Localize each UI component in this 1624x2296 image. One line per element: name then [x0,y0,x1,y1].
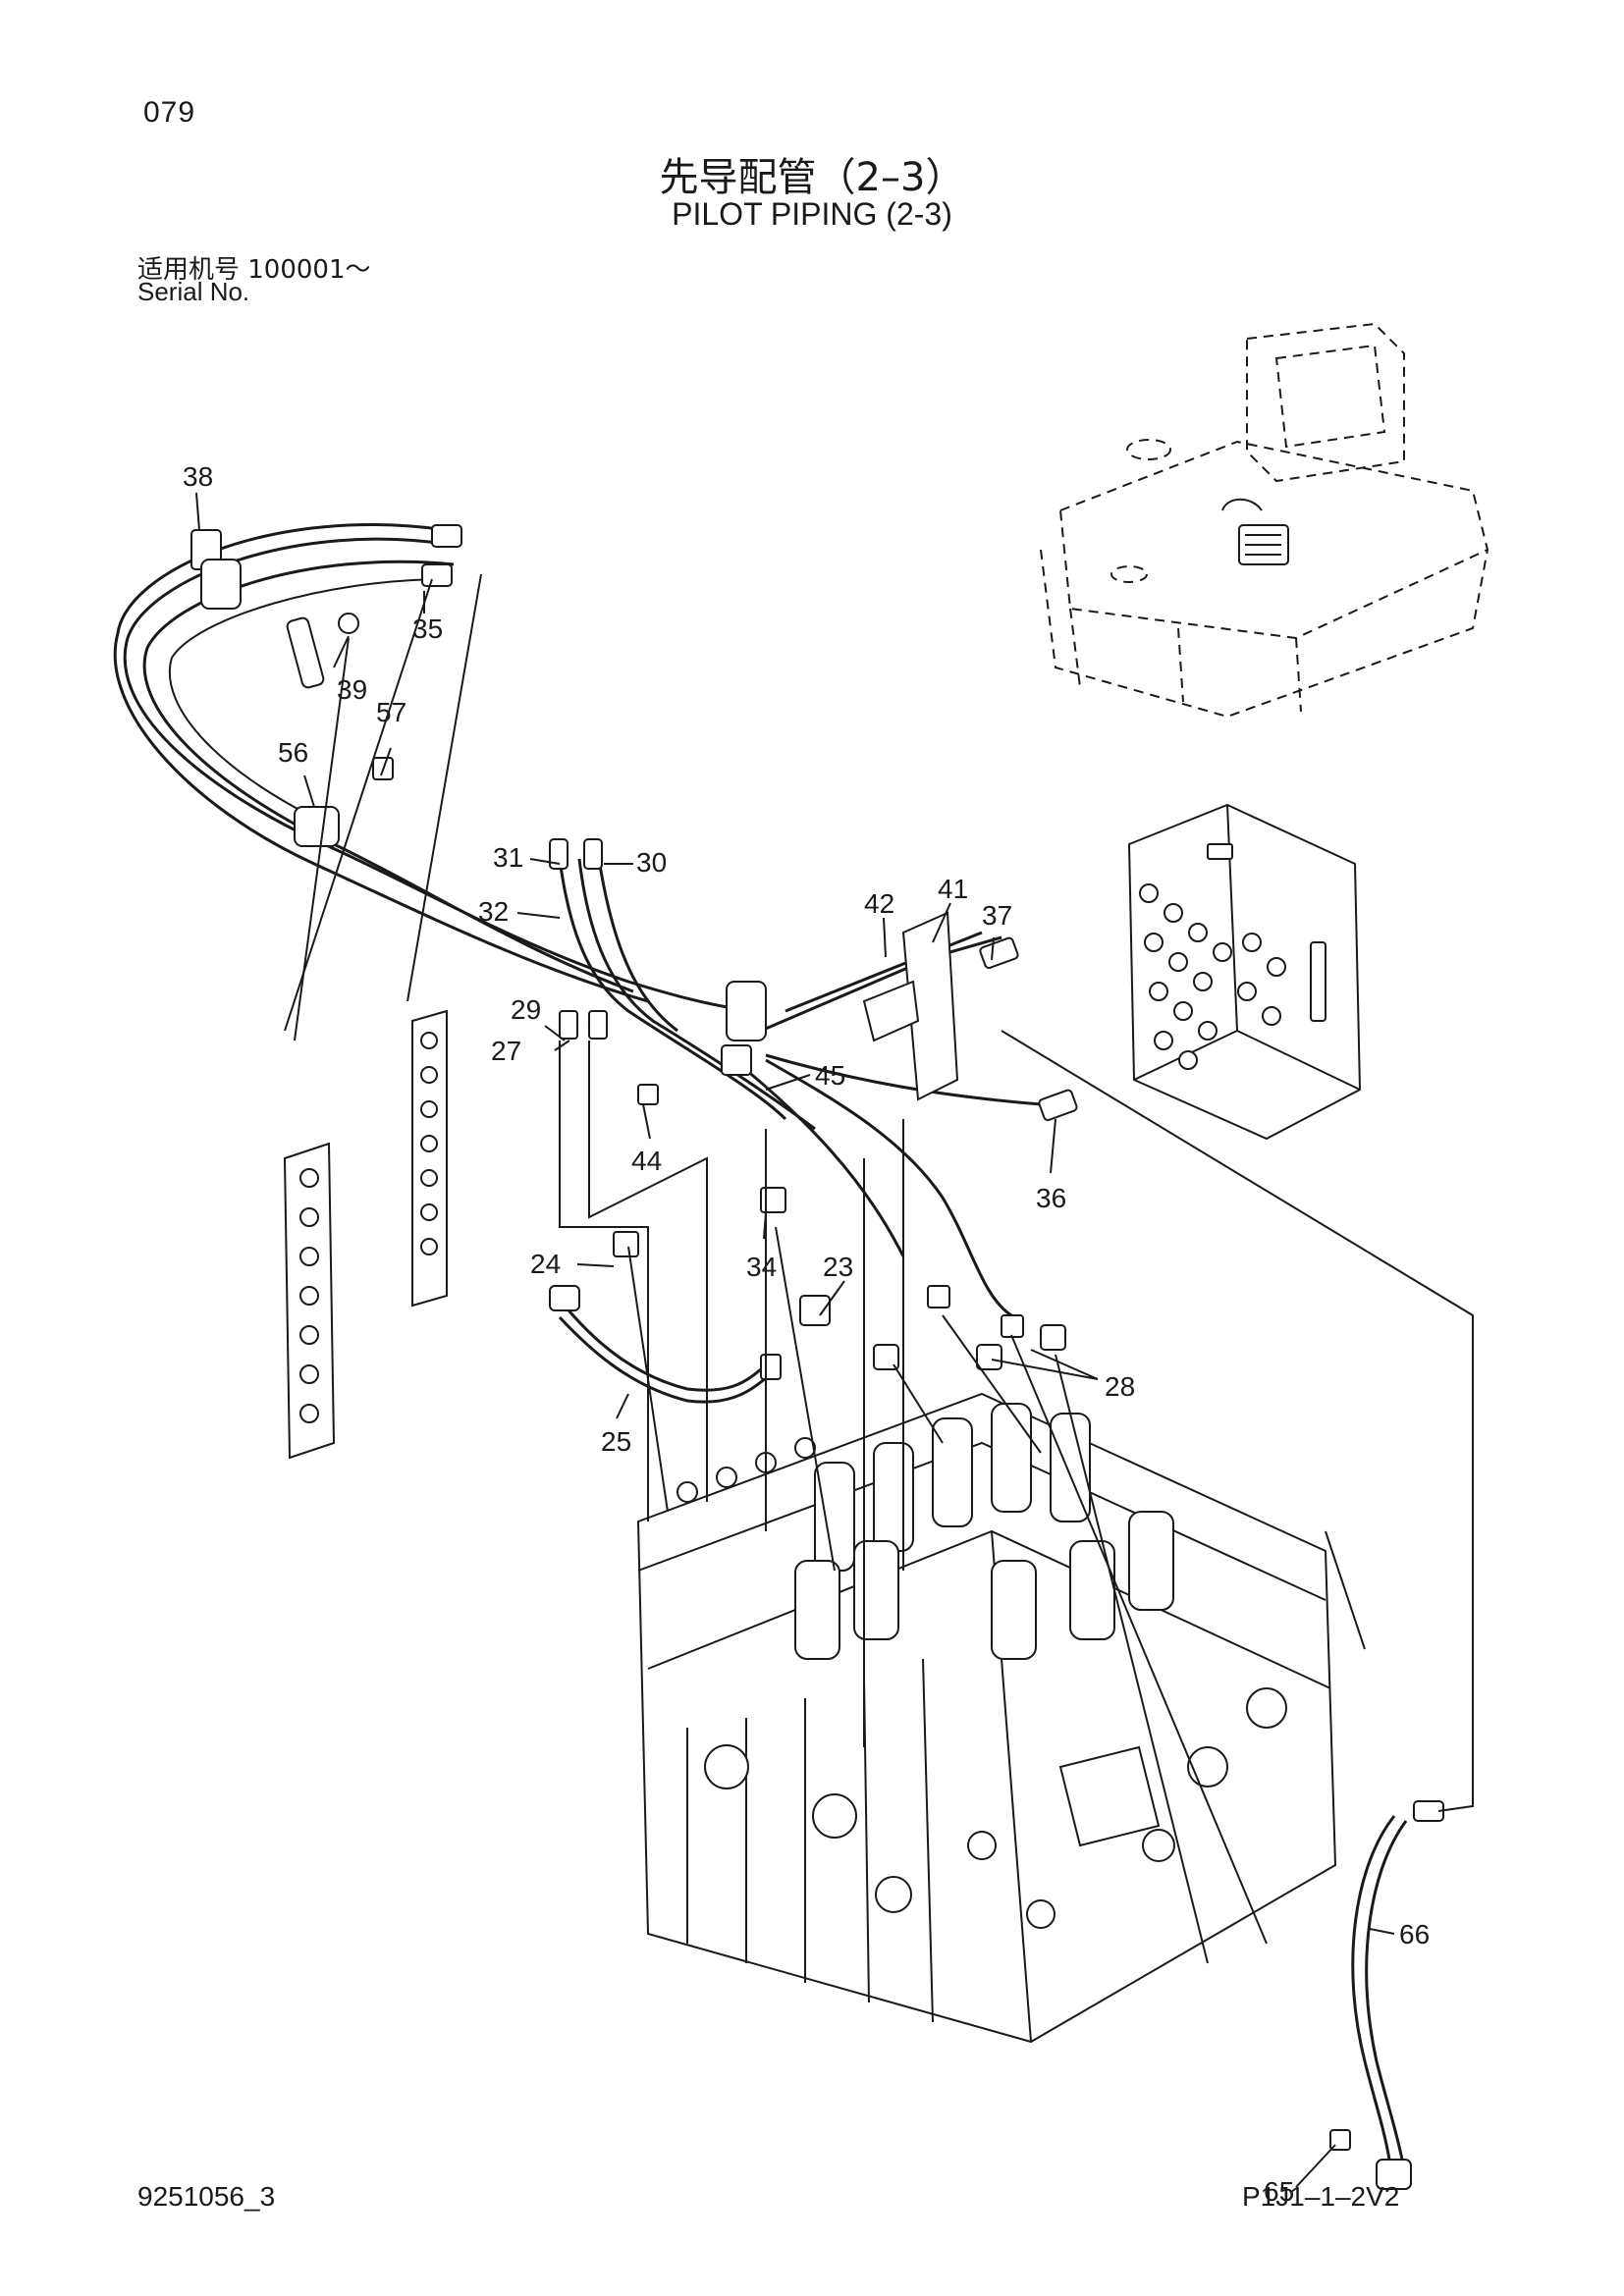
page-title: PILOT PIPING (2-3) [672,196,952,232]
sheet-id: P1J1–1–2V2 [1242,2181,1400,2212]
callout-65: 65 [1264,2176,1294,2207]
main-control-valve [636,1392,1337,2044]
callout-41: 41 [938,874,968,904]
callout-56: 56 [278,737,308,768]
callout-leaders [195,492,1395,2188]
callout-28: 28 [1105,1371,1135,1402]
page-number: 079 [143,96,196,129]
callout-35: 35 [412,614,443,644]
callout-38: 38 [183,461,213,492]
callout-32: 32 [478,896,509,927]
excavator-overview-illustration [1040,322,1489,719]
callout-31: 31 [493,842,523,873]
serial-range-label: 适用机号 100001～ [137,255,371,285]
callout-45: 45 [815,1060,845,1091]
callout-42: 42 [864,888,894,919]
bracket [862,911,959,1101]
clamps-and-fittings [190,524,1444,2190]
callout-37: 37 [982,900,1012,931]
terminal-plates [283,1009,448,1460]
callout-23: 23 [823,1252,853,1282]
callout-34: 34 [746,1252,777,1282]
signal-control-valve [1127,803,1362,1141]
callout-30: 30 [636,847,667,878]
serial-label: Serial No. [137,277,250,306]
callout-36: 36 [1036,1183,1066,1213]
page-title-chinese: 先导配管（2–3） [659,155,965,200]
callout-66: 66 [1399,1919,1430,1949]
callout-29: 29 [511,994,541,1025]
document-id: 9251056_3 [137,2181,276,2212]
callout-27: 27 [491,1036,521,1066]
callout-57: 57 [376,697,406,727]
callout-39: 39 [337,674,367,705]
callout-44: 44 [631,1146,662,1176]
callout-labels: 38 35 39 57 56 31 30 32 42 41 37 29 27 4… [183,461,1430,2207]
callout-24: 24 [530,1249,561,1279]
connection-leaders [284,573,1474,1964]
callout-25: 25 [601,1426,631,1457]
